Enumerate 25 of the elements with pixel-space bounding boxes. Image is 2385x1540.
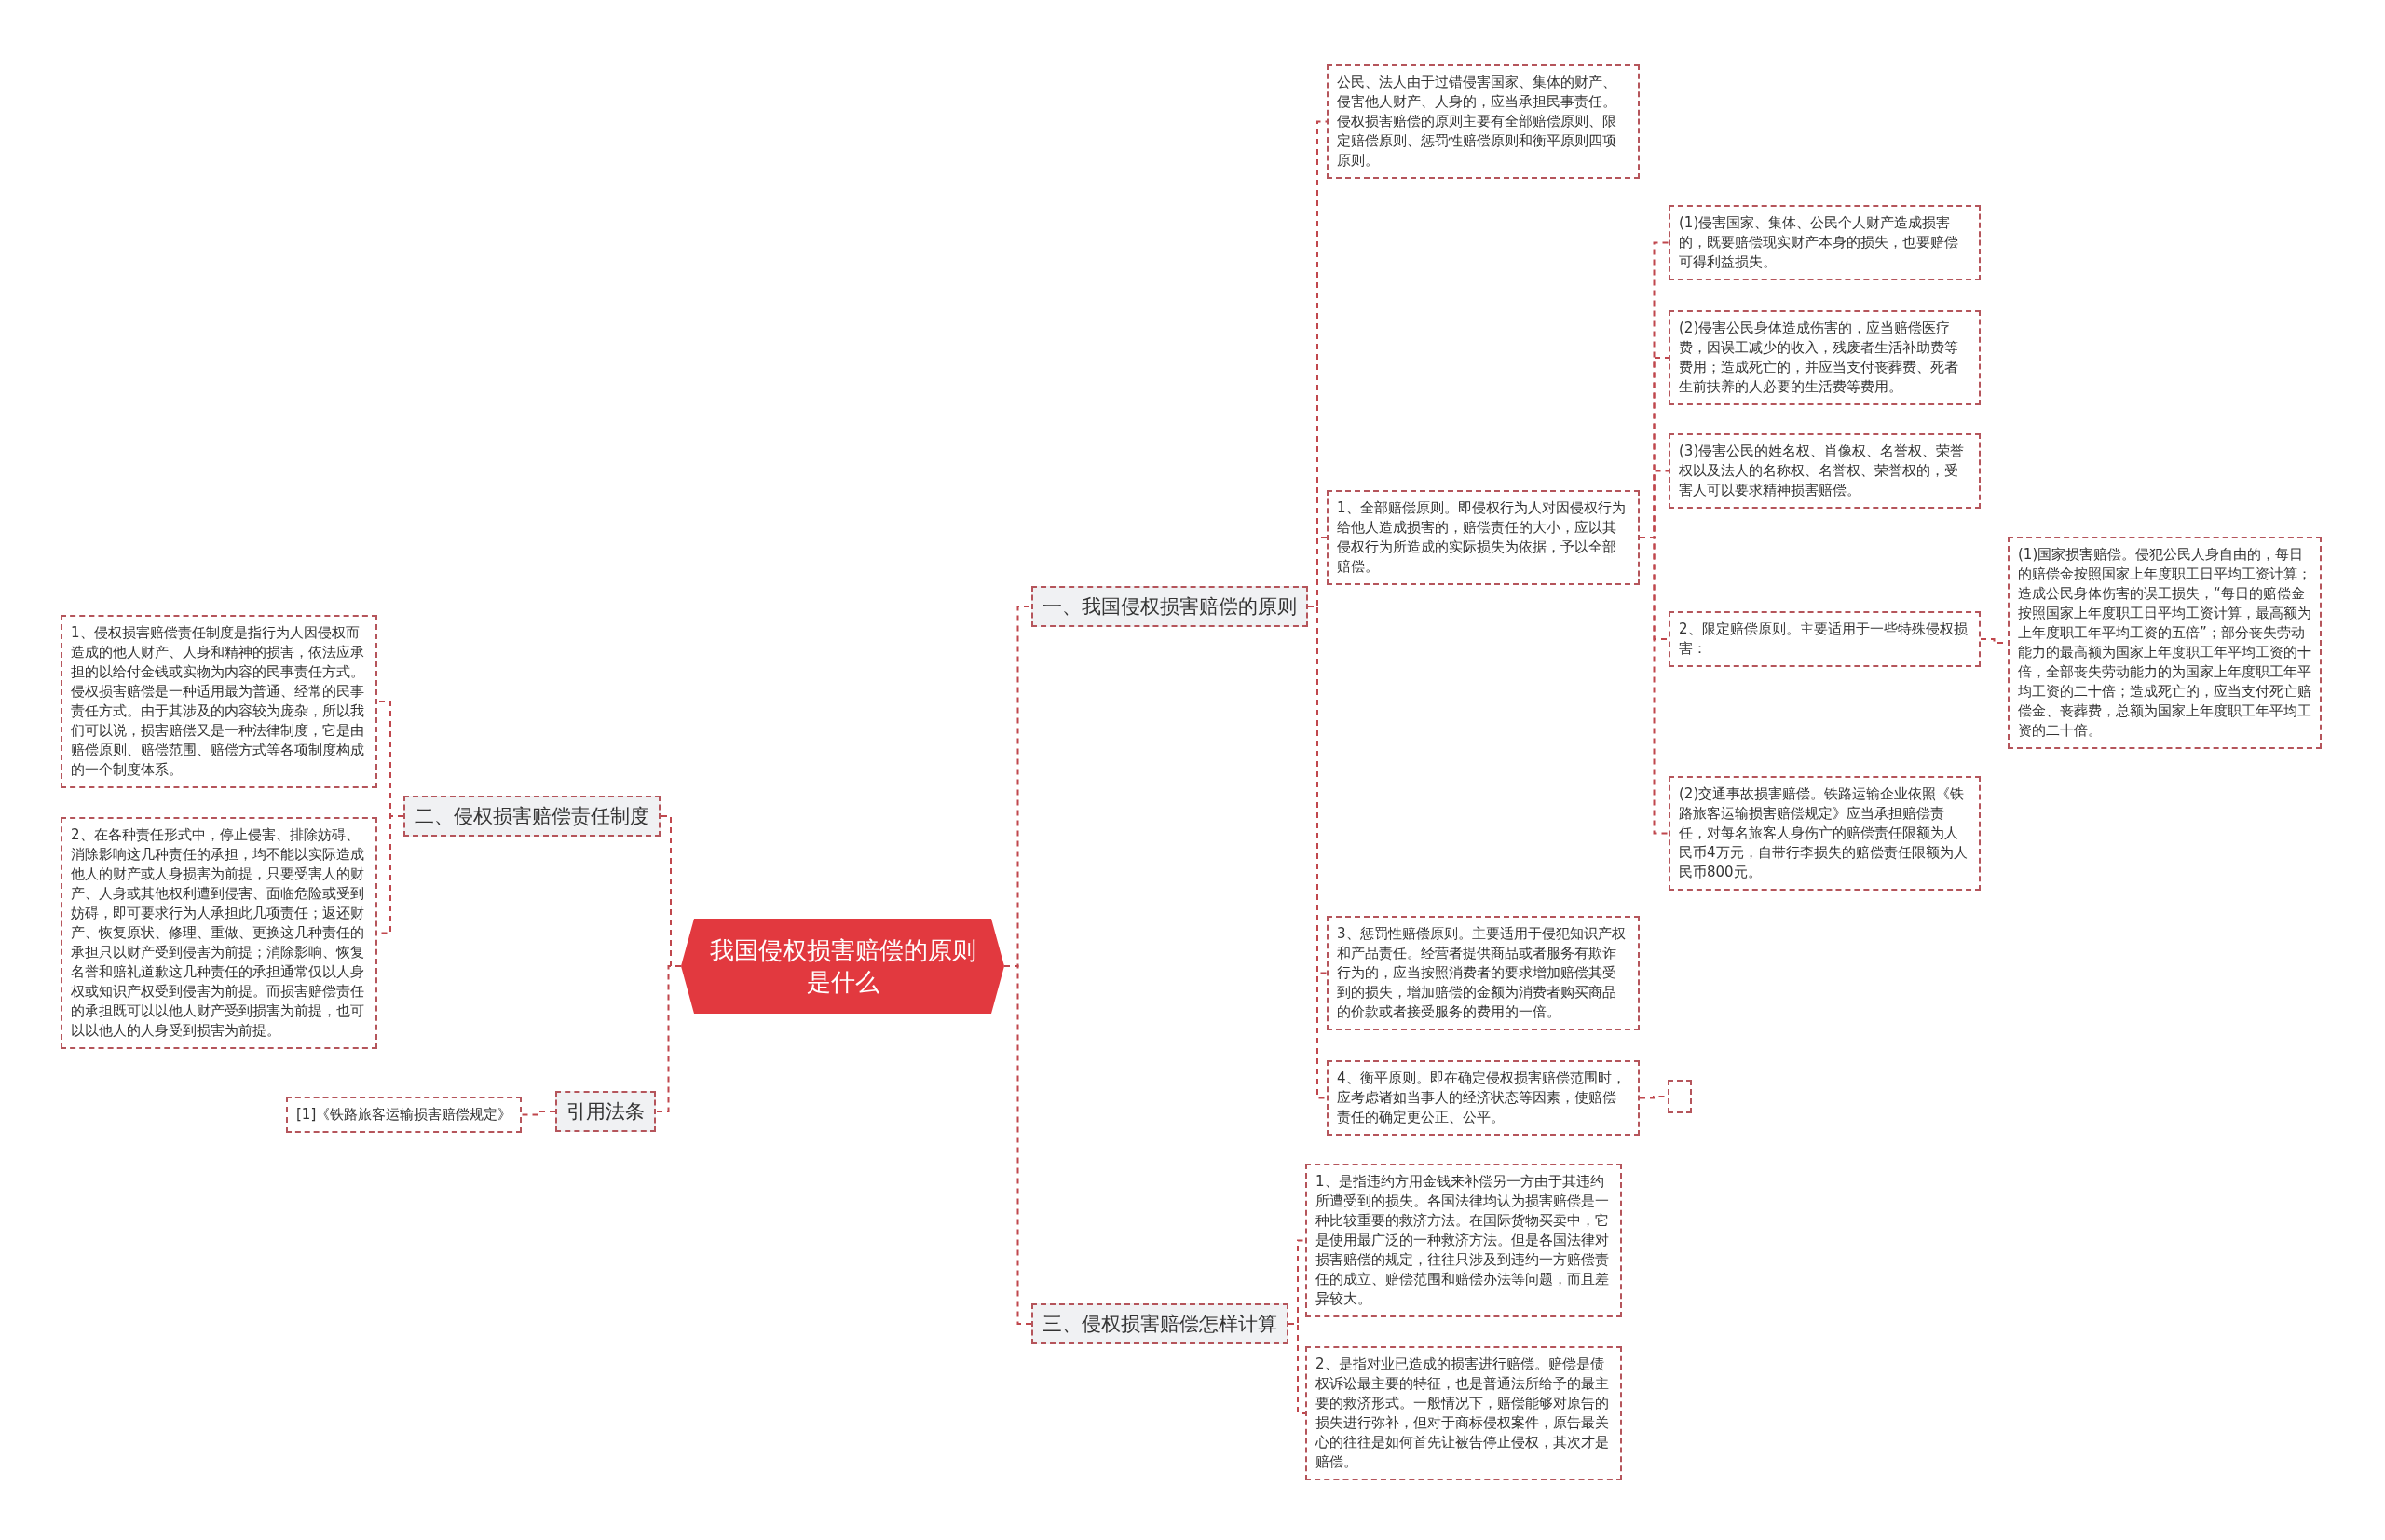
text-box: (1)侵害国家、集体、公民个人财产造成损害的，既要赔偿现实财产本身的损失，也要赔偿可得利益损失。 [1669, 205, 1981, 280]
text-box: 1、是指违约方用金钱来补偿另一方由于其违约所遭受到的损失。各国法律均认为损害赔偿是一种比较重要的救济方法。在国际货物买卖中，它是使用最广泛的一种救济方法。但是各国法律对损害赔偿的规定，往往只涉及到违约一方赔偿责任的成立、赔偿范围和赔偿办法等问题，而且差异较大。 [1305, 1164, 1622, 1317]
topic-box: 一、我国侵权损害赔偿的原则 [1031, 586, 1308, 627]
empty-box [1668, 1080, 1692, 1113]
connector-line [1639, 537, 1670, 835]
text-box: (1)国家损害赔偿。侵犯公民人身自由的，每日的赔偿金按照国家上年度职工日平均工资计算；造成公民身体伤害的误工损失，“每日的赔偿金按照国家上年度职工日平均工资计算，最高额为上年度职工年平均工资的五倍”；部分丧失劳动能力的最高额为国家上年度职工年平均工资的十倍，全部丧失劳动能力的为国家上年度职工年平均工资的二十倍；造成死亡的，应当支付死亡赔偿金、丧葬费，总额为国家上年度职工年平均工资的二十倍。 [2008, 537, 2322, 749]
text-box: 2、是指对业已造成的损害进行赔偿。赔偿是债权诉讼最主要的特征，也是普通法所给予的最主要的救济形式。一般情况下，赔偿能够对原告的损失进行弥补，但对于商标侵权案件，原告最关心的往往是如何首先让被告停止侵权，其次才是赔偿。 [1305, 1346, 1622, 1480]
text-box: 2、在各种责任形式中，停止侵害、排除妨碍、消除影响这几种责任的承担，均不能以实际造成他人的财产或人身损害为前提，只要受害人的财产、人身或其他权利遭到侵害、面临危险或受到妨碍，即可要求行为人承担此几项责任；返还财产、恢复原状、修理、重做、更换这几种责任的承担只以财产受到侵害为前提；消除影响、恢复名誉和赔礼道歉这几种责任的承担通常仅以人身权或知识产权受到侵害为前提。而损害赔偿责任的承担既可以以他人财产受到损害为前提，也可以以他人的人身受到损害为前提。 [61, 817, 377, 1049]
connector-line [1288, 1323, 1306, 1414]
topic-box: 二、侵权损害赔偿责任制度 [403, 796, 661, 837]
text-box: [1]《铁路旅客运输损害赔偿规定》 [286, 1097, 523, 1133]
text-box: (2)交通事故损害赔偿。铁路运输企业依照《铁路旅客运输损害赔偿规定》应当承担赔偿责任，对每名旅客人身伤亡的赔偿责任限额为人民币4万元，自带行李损失的赔偿责任限额为人民币800元。 [1669, 776, 1981, 891]
topic-box: 三、侵权损害赔偿怎样计算 [1031, 1303, 1288, 1344]
text-box: 公民、法人由于过错侵害国家、集体的财产、侵害他人财产、人身的，应当承担民事责任。侵权损害赔偿的原则主要有全部赔偿原则、限定赔偿原则、惩罚性赔偿原则和衡平原则四项原则。 [1327, 64, 1640, 179]
topic-box: 引用法条 [555, 1091, 656, 1132]
text-box: (3)侵害公民的姓名权、肖像权、名誉权、荣誉权以及法人的名称权、名誉权、荣誉权的，受害人可以要求精神损害赔偿。 [1669, 433, 1981, 509]
text-box: (2)侵害公民身体造成伤害的，应当赔偿医疗费，因误工减少的收入，残废者生活补助费等费用；造成死亡的，并应当支付丧葬费、死者生前扶养的人必要的生活费等费用。 [1669, 310, 1981, 405]
text-box: 3、惩罚性赔偿原则。主要适用于侵犯知识产权和产品责任。经营者提供商品或者服务有欺诈行为的，应当按照消费者的要求增加赔偿其受到的损失，增加赔偿的金额为消费者购买商品的价款或者接受服务的费用的一倍。 [1327, 916, 1640, 1030]
central-topic: 我国侵权损害赔偿的原则是什么 [681, 919, 1004, 1014]
text-box: 1、全部赔偿原则。即侵权行为人对因侵权行为给他人造成损害的，赔偿责任的大小，应以其侵权行为所造成的实际损失为依据，予以全部赔偿。 [1327, 490, 1640, 585]
connector-line [521, 1111, 556, 1116]
connector-line [655, 965, 682, 1112]
text-box: 2、限定赔偿原则。主要适用于一些特殊侵权损害： [1669, 611, 1981, 667]
text-box: 1、侵权损害赔偿责任制度是指行为人因侵权而造成的他人财产、人身和精神的损害，依法应承担的以给付金钱或实物为内容的民事责任方式。侵权损害赔偿是一种适用最为普通、经常的民事责任方式。由于其涉及的内容较为庞杂，所以我们可以说，损害赔偿又是一种法律制度，它是由赔偿原则、赔偿范围、赔偿方式等各项制度构成的一个制度体系。 [61, 615, 377, 788]
text-box: 4、衡平原则。即在确定侵权损害赔偿范围时，应考虑诸如当事人的经济状态等因素，使赔偿责任的确定更公正、公平。 [1327, 1060, 1640, 1136]
